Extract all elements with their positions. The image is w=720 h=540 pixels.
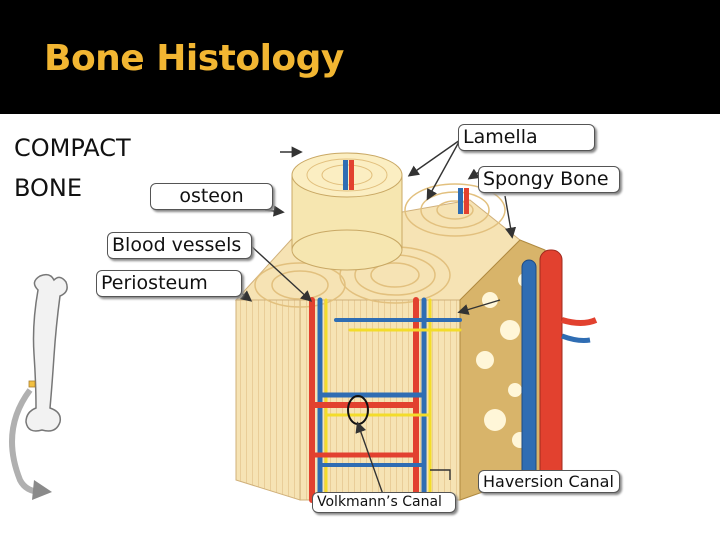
large-vessels [521, 249, 598, 491]
volkmanns-canal-label: Volkmann’s Canal [312, 492, 456, 513]
blood-vessel-network [309, 297, 462, 503]
osteon-label: osteon [150, 183, 273, 210]
compact-bone-label-line1: COMPACT [14, 134, 131, 162]
long-bone-icon [25, 273, 68, 432]
blood-vessels-label: Blood vessels [107, 232, 252, 259]
periosteum-label: Periosteum [96, 270, 242, 297]
title-bar [0, 0, 720, 114]
haversion-canal-label: Haversion Canal [478, 470, 620, 494]
zoom-arrow-head [32, 480, 52, 500]
haversian-vessels-top [458, 188, 469, 214]
lamella-label: Lamella [458, 124, 595, 151]
osteon-cylinder [291, 152, 403, 271]
bone-section-marker [28, 380, 36, 388]
zoom-arrow [9, 388, 43, 495]
slide-title: Bone Histology [44, 38, 344, 79]
compact-bone-label-line2: BONE [14, 174, 83, 202]
spongy-bone-label: Spongy Bone [478, 166, 620, 193]
